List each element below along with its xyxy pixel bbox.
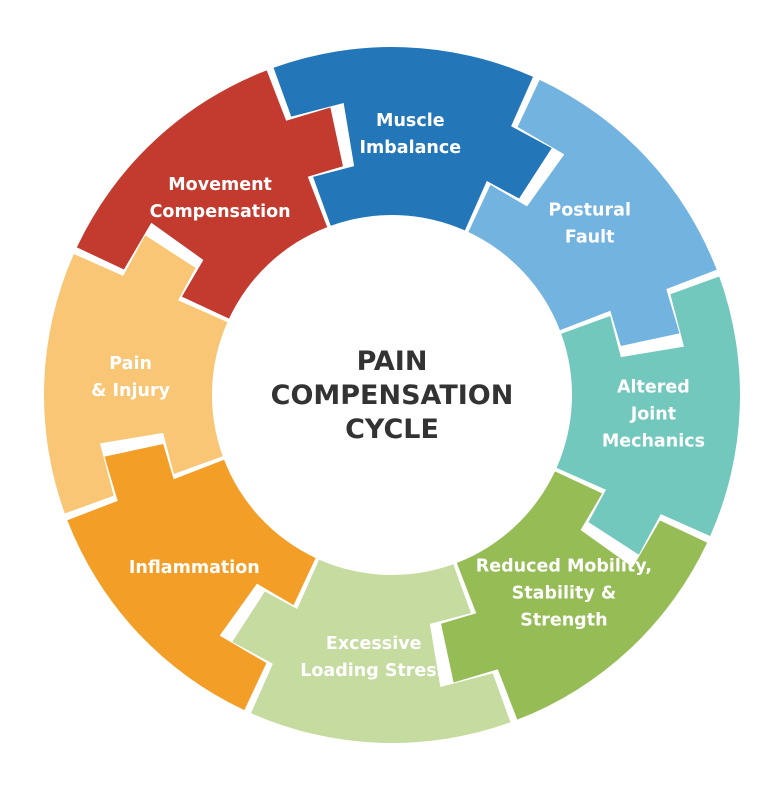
segment-label-inflammation: Inflammation <box>129 558 260 578</box>
segment-muscle-imbalance <box>273 47 552 231</box>
segment-label-line: Inflammation <box>129 558 260 578</box>
segment-label-line: Joint <box>630 404 676 424</box>
segment-movement-compensation <box>76 70 343 319</box>
center-title-line: PAIN <box>357 346 428 377</box>
segment-label-line: Reduced Mobility, <box>476 557 652 577</box>
segment-label-line: Fault <box>565 228 615 248</box>
segment-label-line: Compensation <box>150 202 291 222</box>
center-title-line: COMPENSATION <box>271 380 514 411</box>
segment-label-line: Movement <box>168 175 272 195</box>
segment-label-line: Pain <box>109 354 152 374</box>
segment-label-line: Stability & <box>512 584 616 604</box>
segment-label-reduced-mobility: Reduced Mobility, Stability & Strength <box>476 557 652 631</box>
segment-postural-fault <box>468 79 717 346</box>
segment-label-line: Strength <box>520 611 607 631</box>
segment-label-pain-injury: Pain & Injury <box>91 354 170 401</box>
segment-excessive-loading-stress <box>232 559 511 743</box>
segment-label-line: Altered <box>617 377 690 397</box>
center-circle <box>216 219 568 571</box>
segment-label-line: Loading Stress <box>300 661 447 681</box>
segments-layer <box>44 47 740 743</box>
segment-pain-injury <box>44 235 228 514</box>
segment-label-line: Postural <box>548 201 631 221</box>
segment-label-line: Muscle <box>376 111 445 131</box>
segment-label-line: Mechanics <box>602 431 705 451</box>
segment-label-line: Imbalance <box>360 138 462 158</box>
segment-reduced-mobility <box>441 471 708 720</box>
segment-label-line: & Injury <box>91 381 170 401</box>
segment-inflammation <box>67 444 316 711</box>
segment-label-line: Excessive <box>326 634 422 654</box>
center-title-line: CYCLE <box>345 414 439 445</box>
segment-altered-joint-mechanics <box>556 276 740 555</box>
